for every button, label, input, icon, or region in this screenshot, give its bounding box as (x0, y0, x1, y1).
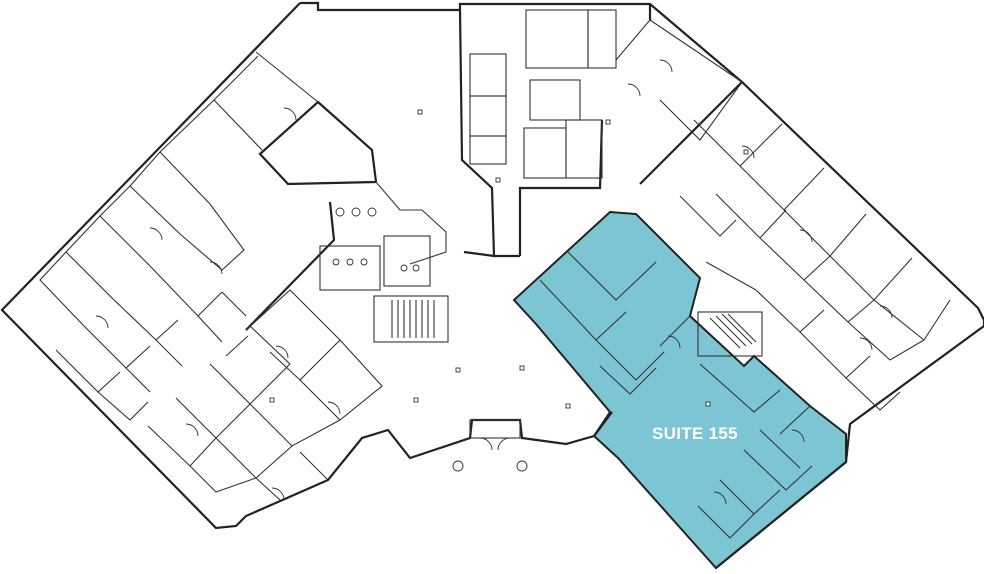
suite-label: SUITE 155 (652, 424, 738, 443)
main-entrance (452, 419, 528, 472)
columns (269, 109, 749, 409)
left-lower-rooms (147, 289, 383, 501)
restroom-stair-core (319, 207, 449, 343)
door-swings (95, 59, 893, 505)
stair-icon (391, 300, 435, 338)
core-left-wall (458, 9, 496, 258)
left-wing-rooms (39, 55, 263, 421)
suite-155-highlight[interactable] (512, 210, 847, 570)
right-stair-icon (709, 313, 757, 349)
building-outline (0, 2, 613, 530)
suite-155-rooms (539, 251, 813, 539)
top-core-offices (469, 9, 743, 179)
